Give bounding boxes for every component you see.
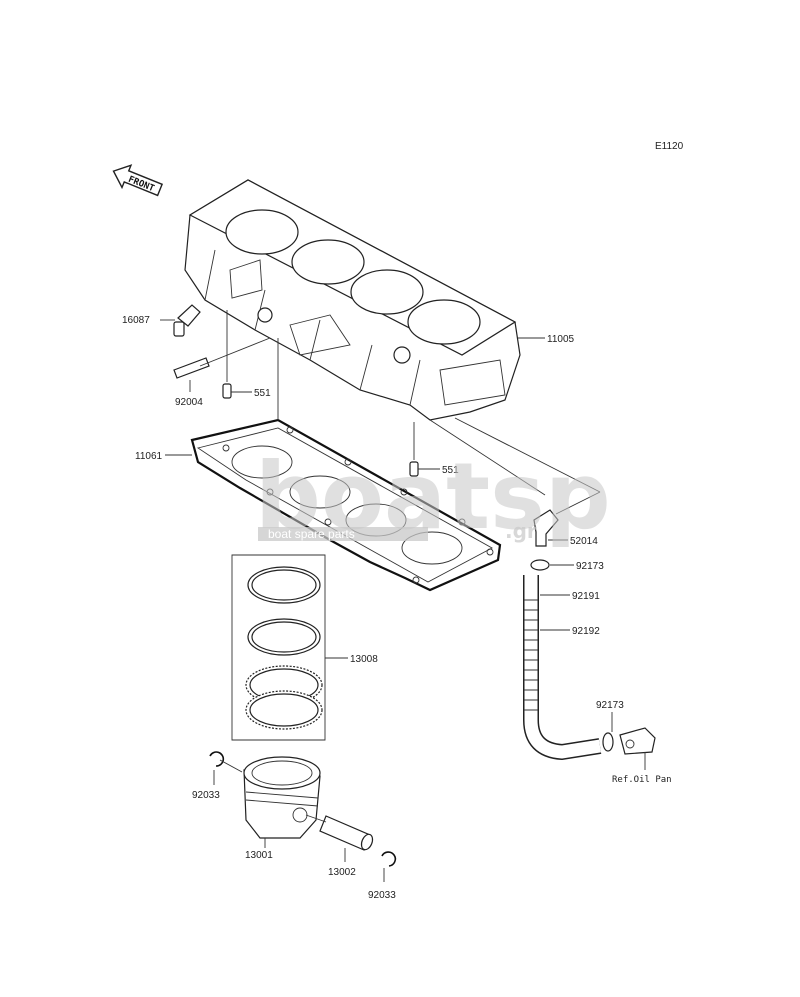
label-92191: 92191: [572, 591, 600, 602]
part-52014: [533, 509, 559, 547]
part-92173-a: [530, 559, 550, 571]
label-16087: 16087: [122, 315, 150, 326]
label-92173-a: 92173: [576, 561, 604, 572]
watermark-tagline: boat spare parts: [268, 527, 355, 541]
watermark-logo: boatsp .gr boat spare parts: [255, 443, 611, 550]
part-92004: [173, 357, 210, 379]
part-551-a: [222, 383, 232, 399]
label-11061: 11061: [135, 451, 163, 462]
part-13002-pin: [319, 815, 374, 851]
part-92033-a: [209, 751, 225, 767]
label-92004: 92004: [175, 397, 203, 408]
label-551-b: 551: [442, 465, 459, 476]
cylinder-gasket: [190, 418, 502, 592]
ring-set-frame: [231, 554, 326, 741]
piston-ring-set: [245, 566, 323, 730]
label-13001: 13001: [245, 850, 273, 861]
label-13002: 13002: [328, 867, 356, 878]
label-92033-b: 92033: [368, 890, 396, 901]
label-11005: 11005: [547, 334, 575, 345]
cylinder-block: [184, 179, 521, 421]
label-13008: 13008: [350, 654, 378, 665]
label-92033-a: 92033: [192, 790, 220, 801]
label-551-a: 551: [254, 388, 271, 399]
part-92173-b: [602, 732, 614, 752]
oil-pan-fitting: [619, 727, 656, 755]
watermark-suffix: .gr: [505, 519, 537, 543]
diagram-code: E1120: [655, 141, 684, 152]
label-92192: 92192: [572, 626, 600, 637]
ref-note: Ref.Oil Pan: [612, 775, 672, 785]
part-92192-hose: [523, 575, 602, 761]
front-arrow-icon: FRONT: [112, 164, 164, 197]
label-92173-b: 92173: [596, 700, 624, 711]
part-92033-b: [381, 851, 397, 867]
label-52014: 52014: [570, 536, 598, 547]
part-13001-piston: [243, 756, 321, 839]
part-16087: [173, 304, 201, 337]
